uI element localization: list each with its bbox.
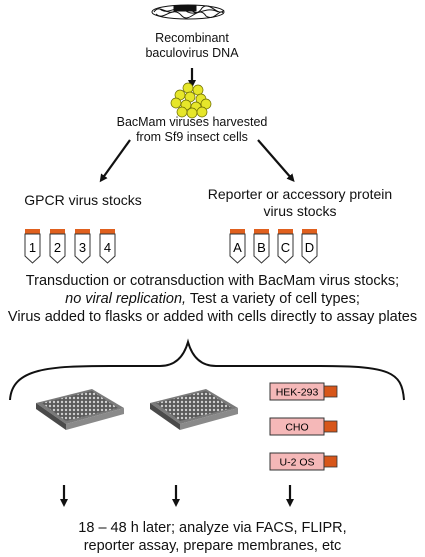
harvest-label-line1: BacMam viruses harvested [116, 115, 268, 129]
tube-4-label: 4 [104, 240, 111, 255]
transduction-line3: Virus added to flasks or added with cell… [7, 309, 418, 325]
transduction-line1: Transduction or cotransduction with BacM… [25, 273, 400, 289]
virus-cluster-icon [170, 82, 212, 119]
flask-u2os: U-2 OS [269, 452, 338, 471]
tube-c-label: C [281, 240, 290, 255]
tube-a-label: A [233, 240, 242, 255]
transduction-text: Transduction or cotransduction with BacM… [0, 272, 425, 326]
flask-hek293: HEK-293 [269, 382, 338, 401]
reporter-title-line1: Reporter or accessory protein [207, 186, 393, 202]
result-text: 18 – 48 h later; analyze via FACS, FLIPR… [0, 519, 425, 555]
dna-label: Recombinant baculovirus DNA [112, 31, 272, 61]
result-line1: 18 – 48 h later; analyze via FACS, FLIPR… [78, 520, 347, 536]
transduction-line2: no viral replication, Test a variety of … [0, 290, 425, 308]
arrow-to-gpcr [99, 139, 131, 183]
curly-brace [9, 338, 405, 401]
tube-b: B [253, 229, 270, 264]
flask-u2os-label: U-2 OS [279, 457, 314, 469]
tube-a: A [229, 229, 246, 264]
arrow-to-reporter [257, 139, 295, 183]
gpcr-title: GPCR virus stocks [24, 192, 142, 208]
reporter-title-line2: virus stocks [263, 203, 337, 219]
reporter-tubes: A B C D [229, 229, 318, 264]
gpcr-tubes: 1 2 3 4 [24, 229, 116, 264]
transduction-line2-italic: no viral replication, [65, 291, 187, 307]
tube-b-label: B [257, 240, 266, 255]
assay-plate-2-icon [150, 389, 238, 430]
tube-1-label: 1 [29, 240, 36, 255]
tube-4: 4 [99, 229, 116, 264]
tube-d-label: D [305, 240, 314, 255]
tube-d: D [301, 229, 318, 264]
dna-label-line2: baculovirus DNA [145, 46, 239, 60]
tube-2: 2 [49, 229, 66, 264]
tube-2-label: 2 [54, 240, 61, 255]
dna-icon [151, 4, 225, 20]
tube-3-label: 3 [79, 240, 86, 255]
tube-c: C [277, 229, 294, 264]
tube-3: 3 [74, 229, 91, 264]
flask-cho: CHO [269, 417, 338, 436]
tube-1: 1 [24, 229, 41, 264]
result-line2: reporter assay, prepare membranes, etc [83, 538, 342, 554]
harvest-label: BacMam viruses harvested from Sf9 insect… [92, 115, 292, 145]
assay-plate-1-icon [36, 389, 124, 430]
harvest-label-line2: from Sf9 insect cells [136, 130, 248, 144]
reporter-title: Reporter or accessory protein virus stoc… [180, 186, 420, 220]
flask-hek293-label: HEK-293 [276, 387, 319, 399]
flask-cho-label: CHO [285, 422, 308, 434]
dna-label-line1: Recombinant [155, 31, 229, 45]
transduction-line2-rest: Test a variety of cell types; [186, 291, 360, 307]
